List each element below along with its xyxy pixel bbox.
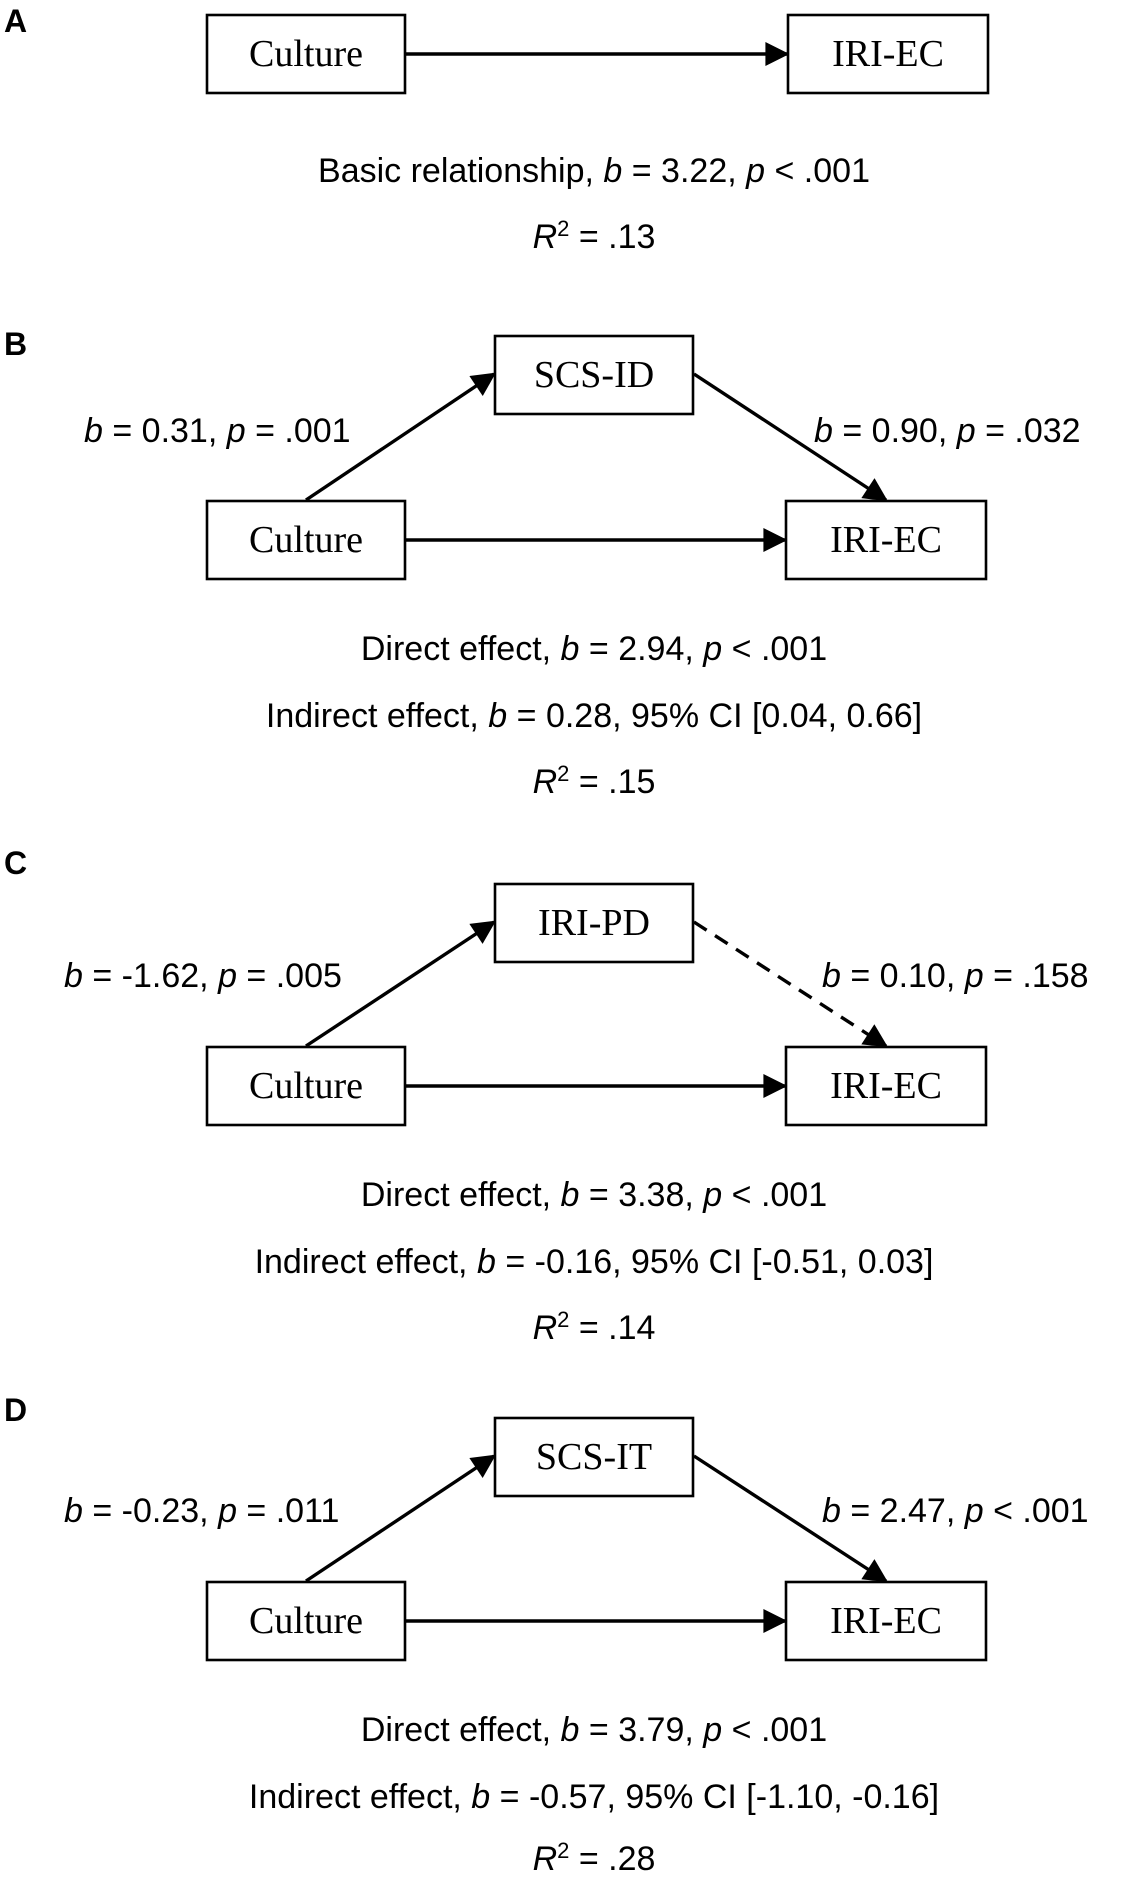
path-b-arrow [693, 372, 889, 502]
iri-pd-box-label: IRI-PD [538, 902, 650, 944]
basic-relationship-text: Basic relationship, b = 3.22, p < .001 [318, 152, 870, 190]
panel-label: A [4, 3, 27, 39]
panel-c: C IRI-PD Culture IRI-EC b = -1.62, p = .… [4, 845, 1089, 1347]
panel-label: C [4, 845, 27, 881]
culture-box: Culture [205, 1580, 407, 1662]
iri-ec-box-label: IRI-EC [830, 519, 942, 561]
scs-it-box: SCS-IT [493, 1416, 695, 1498]
path-a-coefficient: b = 0.31, p = .001 [84, 412, 351, 450]
culture-box-label: Culture [249, 519, 363, 561]
iri-ec-box: IRI-EC [784, 1045, 988, 1127]
scs-it-box-label: SCS-IT [536, 1436, 652, 1478]
culture-box: Culture [205, 13, 407, 95]
scs-id-box: SCS-ID [493, 334, 695, 416]
panel-label: D [4, 1392, 27, 1428]
scs-id-box-label: SCS-ID [534, 354, 654, 396]
panel-b: B SCS-ID Culture IRI-EC b = 0.31, p = .0… [4, 326, 1081, 801]
path-a-coefficient: b = -0.23, p = .011 [64, 1492, 339, 1530]
direct-effect-text: Direct effect, b = 2.94, p < .001 [361, 630, 827, 668]
culture-box: Culture [205, 499, 407, 581]
iri-ec-box-label: IRI-EC [830, 1600, 942, 1642]
r-squared-text: R2 = .28 [533, 1838, 656, 1878]
panel-d: D SCS-IT Culture IRI-EC b = -0.23, p = .… [4, 1392, 1089, 1878]
iri-ec-box: IRI-EC [786, 13, 990, 95]
iri-ec-box: IRI-EC [784, 1580, 988, 1662]
path-b-arrow [693, 920, 889, 1048]
path-b-coefficient: b = 0.90, p = .032 [814, 412, 1081, 450]
culture-box-label: Culture [249, 33, 363, 75]
path-a-arrow [305, 1454, 496, 1583]
r-squared-text: R2 = .13 [533, 216, 656, 257]
path-a-arrow [305, 372, 496, 502]
culture-box-label: Culture [249, 1065, 363, 1107]
direct-effect-text: Direct effect, b = 3.38, p < .001 [361, 1176, 827, 1214]
culture-box-label: Culture [249, 1600, 363, 1642]
panel-a: A Culture IRI-EC Basic relationship, b =… [4, 3, 990, 257]
indirect-effect-text: Indirect effect, b = -0.16, 95% CI [-0.5… [255, 1243, 934, 1281]
path-b-coefficient: b = 0.10, p = .158 [822, 957, 1089, 995]
direct-effect-text: Direct effect, b = 3.79, p < .001 [361, 1711, 827, 1749]
path-b-coefficient: b = 2.47, p < .001 [822, 1492, 1089, 1530]
indirect-effect-text: Indirect effect, b = -0.57, 95% CI [-1.1… [249, 1778, 939, 1816]
r-squared-text: R2 = .15 [533, 761, 656, 802]
culture-box: Culture [205, 1045, 407, 1127]
indirect-effect-text: Indirect effect, b = 0.28, 95% CI [0.04,… [266, 697, 922, 735]
iri-pd-box: IRI-PD [493, 882, 695, 964]
iri-ec-box: IRI-EC [784, 499, 988, 581]
iri-ec-box-label: IRI-EC [830, 1065, 942, 1107]
panel-label: B [4, 326, 27, 362]
r-squared-text: R2 = .14 [533, 1307, 656, 1348]
path-b-arrow [693, 1454, 889, 1583]
path-a-arrow [305, 920, 497, 1048]
iri-ec-box-label: IRI-EC [832, 33, 944, 75]
path-a-coefficient: b = -1.62, p = .005 [64, 957, 342, 995]
